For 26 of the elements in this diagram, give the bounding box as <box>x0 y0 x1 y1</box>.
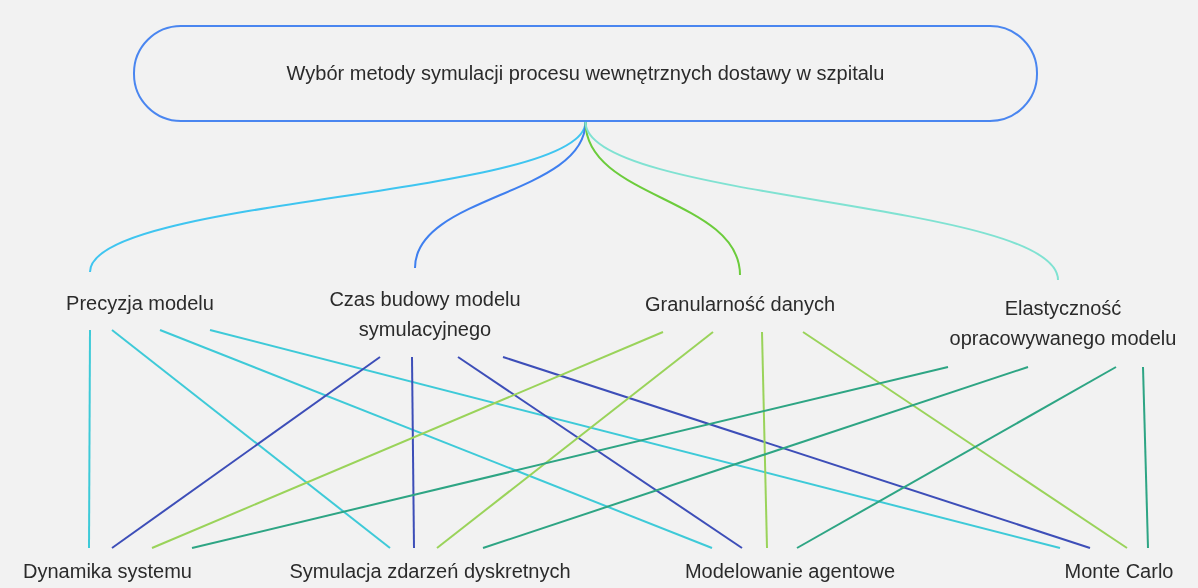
connector-line <box>802 331 1128 549</box>
connector-line <box>482 366 1029 549</box>
connector-line <box>209 329 1061 549</box>
box-text: Wybór metody symulacji procesu wewnętrznych dostawy w szpitalu <box>285 61 886 86</box>
node-label: Monte Carlo <box>1063 559 1175 584</box>
node-label: Dynamika systemu <box>22 559 193 584</box>
connector-line <box>191 366 949 549</box>
connector-line <box>111 356 381 549</box>
connector-line <box>457 356 743 549</box>
node-label: Modelowanie agentowe <box>683 559 897 584</box>
connector-line <box>761 331 768 549</box>
branch-curve <box>414 121 587 269</box>
connector-line <box>502 356 1091 549</box>
node-label: Precyzja modelu <box>65 291 215 316</box>
connector-line <box>796 366 1117 549</box>
connector-line <box>1142 366 1149 549</box>
node-label: Symulacja zdarzeń dyskretnych <box>288 559 572 584</box>
node-label: Czas budowy modelu symulacyjnego <box>328 287 522 342</box>
node-label: Granularność danych <box>643 292 837 317</box>
connector-line <box>411 356 415 549</box>
node-label: Elastyczność opracowywanego modelu <box>948 296 1178 351</box>
branch-curve <box>584 121 1059 281</box>
connector-line <box>88 329 91 549</box>
connector-line <box>111 329 391 549</box>
connector-line <box>436 331 714 549</box>
rounded-box <box>133 25 1038 122</box>
